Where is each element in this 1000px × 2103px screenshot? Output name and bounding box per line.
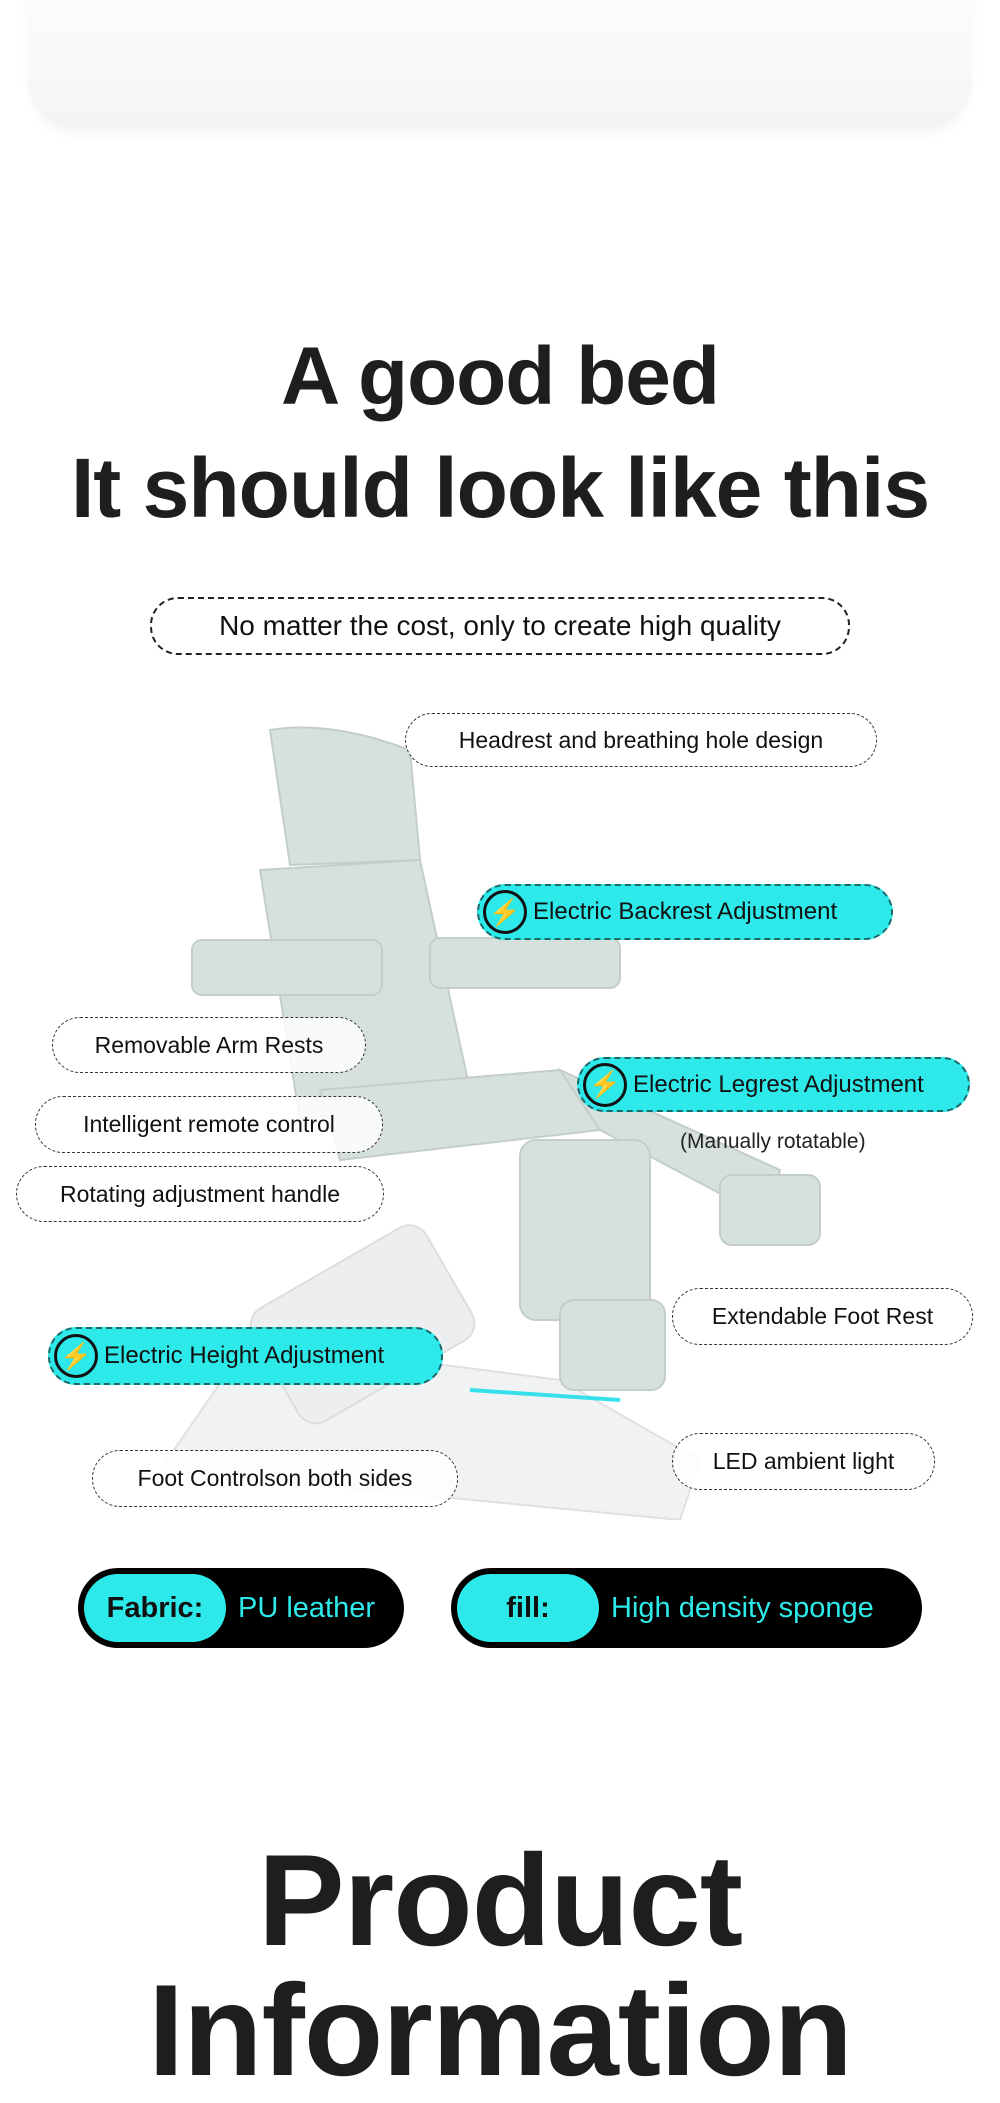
lightning-icon: ⚡: [54, 1334, 98, 1378]
heading-line-2: It should look like this: [70, 441, 930, 535]
spec-fabric-value: PU leather: [238, 1591, 376, 1624]
spec-fill-key: fill:: [457, 1574, 599, 1642]
tagline: No matter the cost, only to create high …: [150, 597, 850, 655]
lightning-icon: ⚡: [483, 890, 527, 934]
feature-legrest-label: Electric Legrest Adjustment: [633, 1070, 924, 1098]
feature-height: ⚡Electric Height Adjustment: [48, 1327, 443, 1385]
spec-fill-value: High density sponge: [611, 1591, 874, 1624]
feature-remote: Intelligent remote control: [35, 1096, 383, 1153]
section-title-product-information: Product Information: [148, 1827, 853, 2103]
feature-handle: Rotating adjustment handle: [16, 1166, 384, 1222]
spec-fill: fill: High density sponge: [451, 1568, 922, 1648]
feature-height-label: Electric Height Adjustment: [104, 1342, 385, 1369]
feature-led: LED ambient light: [672, 1433, 935, 1490]
feature-legrest: ⚡Electric Legrest Adjustment: [577, 1057, 970, 1112]
feature-armrests: Removable Arm Rests: [52, 1017, 366, 1073]
spec-fabric: Fabric: PU leather: [78, 1568, 404, 1648]
lightning-icon: ⚡: [583, 1062, 627, 1107]
feature-backrest-label: Electric Backrest Adjustment: [533, 898, 838, 925]
feature-headrest: Headrest and breathing hole design: [405, 713, 877, 767]
feature-manual-note: (Manually rotatable): [680, 1130, 866, 1153]
heading-line-1: A good bed: [281, 331, 720, 422]
feature-backrest: ⚡Electric Backrest Adjustment: [477, 884, 893, 940]
feature-footcontrol: Foot Controlson both sides: [92, 1450, 458, 1507]
spec-fabric-key: Fabric:: [84, 1574, 226, 1642]
feature-footrest: Extendable Foot Rest: [672, 1288, 973, 1345]
top-product-card: [28, 0, 972, 130]
